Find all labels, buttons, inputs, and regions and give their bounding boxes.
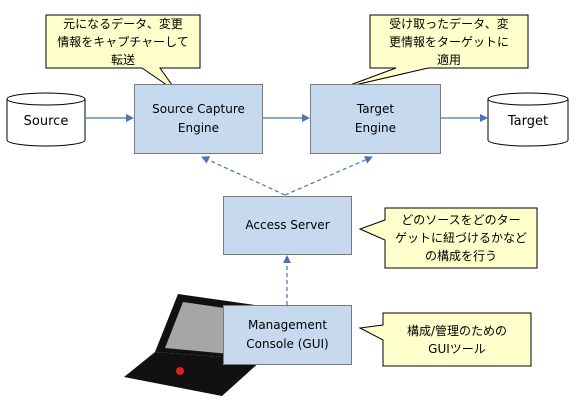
callout-capture-text: 元になるデータ、変更 情報をキャプチャーして 転送 (57, 16, 189, 67)
target-cylinder-icon (487, 92, 569, 147)
callout-apply-shape (341, 14, 529, 89)
arrow-access-to-capture (201, 156, 286, 196)
source-capture-engine-box: Source Capture Engine (134, 84, 263, 154)
callout-console-text: 構成/管理のための GUIツール (406, 323, 508, 356)
callout-capture-shape (45, 14, 201, 93)
arrow-access-to-target-engine (284, 156, 373, 196)
management-console-box: Management Console (GUI) (223, 305, 352, 365)
source-cylinder-icon (6, 92, 86, 147)
target-engine-box: Target Engine (310, 84, 441, 154)
power-led-icon (176, 367, 184, 375)
source-label: Source (23, 113, 69, 129)
callout-apply-text: 受け取ったデータ、変 更情報をターゲットに 適用 (388, 16, 509, 67)
target-label: Target (507, 113, 549, 129)
callout-console-shape (358, 312, 532, 367)
access-server-box: Access Server (223, 196, 352, 255)
callout-access-text: どのソースをどのター ゲットに紐づけるかなど の構成を行う (394, 213, 527, 263)
callout-access-shape (358, 207, 538, 269)
